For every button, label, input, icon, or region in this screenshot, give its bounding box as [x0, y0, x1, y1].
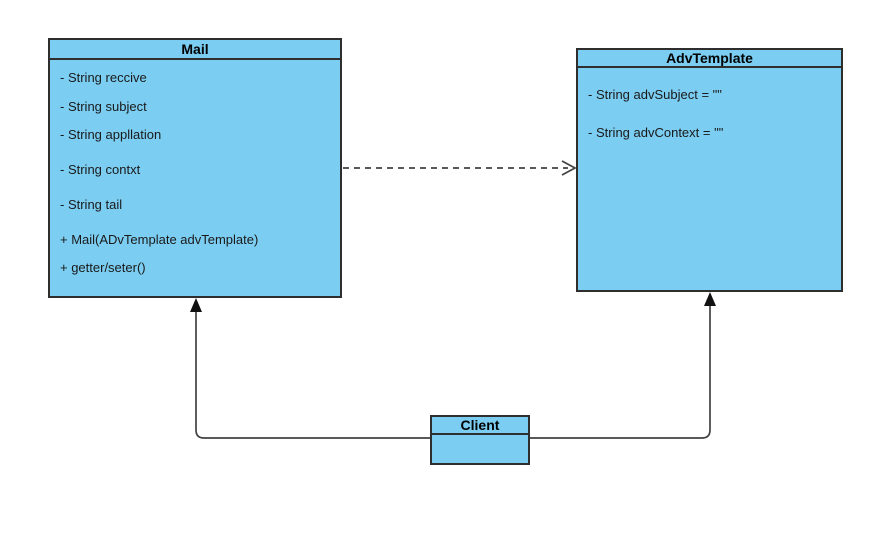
edge-client-advtemplate[interactable] [530, 306, 711, 439]
arrowhead-filled-advtemplate [704, 292, 716, 306]
class-box-advtemplate[interactable]: AdvTemplate - String advSubject = "" - S… [576, 48, 843, 292]
class-member: - String tail [60, 197, 123, 212]
class-body-advtemplate: - String advSubject = "" - String advCon… [578, 68, 841, 290]
class-box-client[interactable]: Client [430, 415, 530, 465]
edge-client-mail[interactable] [195, 311, 430, 439]
class-title-mail: Mail [50, 40, 340, 60]
class-member: + getter/seter() [60, 260, 146, 275]
class-title-client: Client [432, 417, 528, 435]
class-member: - String subject [60, 99, 147, 114]
class-member: - String advContext = "" [588, 125, 724, 140]
class-member: + Mail(ADvTemplate advTemplate) [60, 232, 259, 247]
class-title-advtemplate: AdvTemplate [578, 50, 841, 68]
class-member: - String advSubject = "" [588, 87, 722, 102]
class-member: - String appllation [60, 127, 162, 142]
class-body-client [432, 435, 528, 463]
class-body-mail: - String reccive - String subject - Stri… [50, 60, 340, 294]
class-member: - String contxt [60, 162, 141, 177]
arrowhead-filled-mail [190, 298, 202, 312]
class-box-mail[interactable]: Mail - String reccive - String subject -… [48, 38, 342, 298]
class-member: - String reccive [60, 70, 147, 85]
